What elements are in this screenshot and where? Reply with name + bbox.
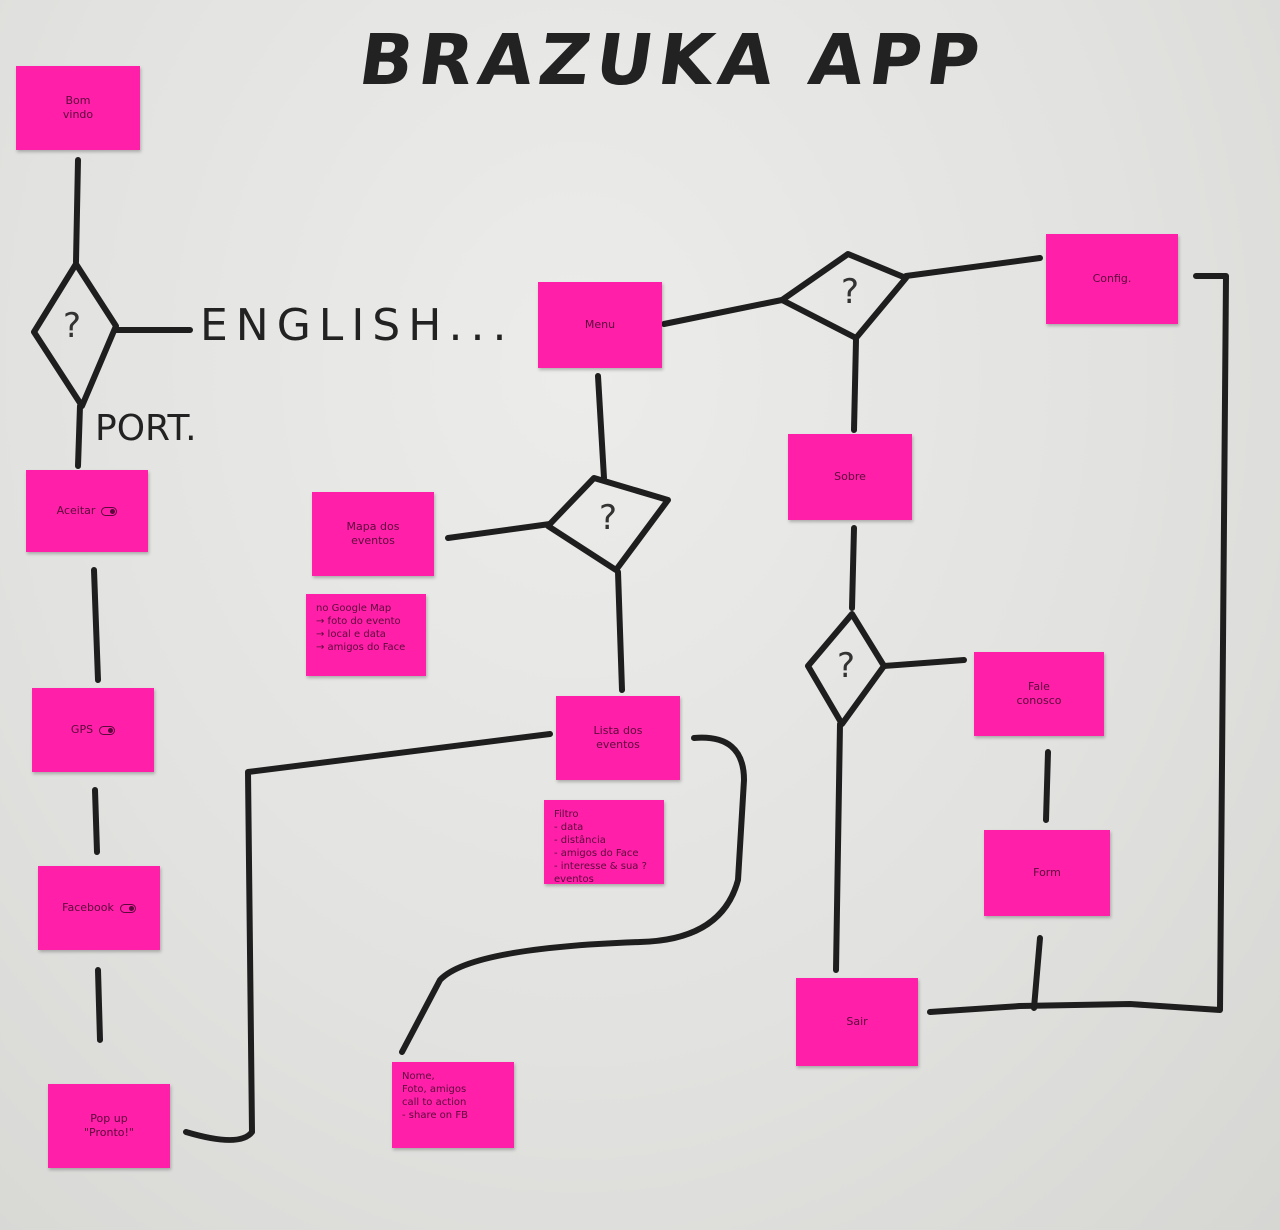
note-facebook-label: Facebook [62,901,114,914]
line-decision2-to-list [615,569,625,693]
line-about-to-decision4 [849,525,857,611]
line-welcome-to-decision [73,157,81,265]
line-decision4-to-contact [881,657,967,669]
label-port: PORT. [95,408,197,449]
decision-diamond-menu [545,475,671,573]
note-event-list[interactable]: Lista dos eventos [556,696,680,780]
note-gps[interactable]: GPS [32,688,154,772]
line-menu-to-decision3 [661,297,785,327]
note-popup[interactable]: Pop up "Pronto!" [48,1084,170,1168]
note-about[interactable]: Sobre [788,434,912,520]
line-decision3-to-settings [903,255,1043,279]
line-list-to-detail [399,734,747,1055]
note-settings[interactable]: Config. [1046,234,1178,324]
line-decision-to-accept [75,403,83,469]
line-decision3-to-about [851,337,859,433]
line-form-to-exit-bus [1031,935,1043,1011]
toggle-icon [119,903,136,913]
line-gps-to-facebook [92,787,100,855]
decision-mark-menu: ? [598,498,618,538]
line-accept-to-gps [91,567,101,683]
note-list-details[interactable]: Filtro - data - distância - amigos do Fa… [544,800,664,884]
note-accept[interactable]: Aceitar [26,470,148,552]
decision-mark-settings: ? [840,272,860,312]
note-map-details[interactable]: no Google Map → foto do evento → local e… [306,594,426,676]
toggle-icon [99,725,116,735]
note-form[interactable]: Form [984,830,1110,916]
line-decision2-to-map [445,521,553,541]
note-gps-label: GPS [70,723,94,736]
note-facebook[interactable]: Facebook [38,866,160,950]
label-english: ENGLISH... [200,300,515,351]
board-title: BRAZUKA APP [354,19,991,101]
line-decision4-to-exit [833,721,843,973]
line-contact-to-form [1043,749,1051,823]
line-facebook-to-popup [95,967,103,1043]
note-welcome[interactable]: Bom vindo [16,66,140,150]
decision-mark-contact: ? [836,646,856,686]
line-menu-to-decision2 [595,373,607,481]
line-popup-to-list [183,731,553,1143]
line-settings-to-exit [927,273,1229,1015]
note-exit[interactable]: Sair [796,978,918,1066]
note-event-map[interactable]: Mapa dos eventos [312,492,434,576]
toggle-icon [101,506,118,516]
note-event-detail[interactable]: Nome, Foto, amigos call to action - shar… [392,1062,514,1148]
note-contact[interactable]: Fale conosco [974,652,1104,736]
decision-mark-language: ? [62,306,82,346]
note-menu[interactable]: Menu [538,282,662,368]
note-accept-label: Aceitar [56,504,96,517]
